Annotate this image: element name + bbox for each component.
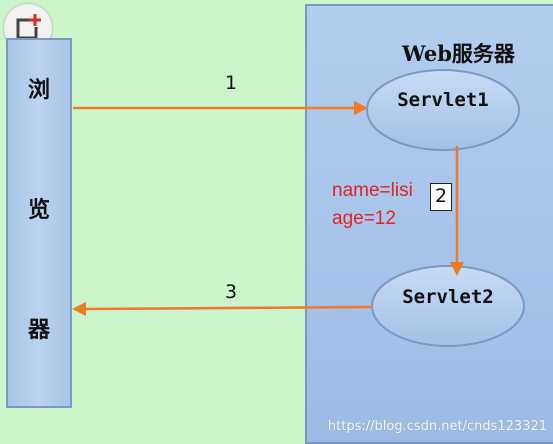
browser-label-char-1: 浏	[27, 77, 50, 103]
servlet1-node	[366, 69, 520, 151]
arrow-servlet2-to-browser	[72, 302, 373, 316]
servlet2-node	[371, 265, 525, 347]
browser-label-char-3: 器	[27, 317, 50, 343]
servlet1-label: Servlet1	[397, 89, 489, 111]
browser-box	[6, 38, 72, 408]
web-server-title: Web服务器	[402, 41, 515, 66]
arrow-servlet1-to-servlet2	[450, 146, 464, 276]
step-2-label: 2	[430, 183, 452, 211]
watermark: https://blog.csdn.net/cnds123321	[327, 419, 547, 434]
param-age: age=12	[332, 208, 396, 229]
step-3-label: 3	[225, 281, 238, 303]
arrow-browser-to-servlet1	[73, 101, 368, 115]
browser-label-char-2: 览	[27, 197, 50, 223]
step-1-label: 1	[225, 72, 238, 94]
param-name: name=lisi	[332, 180, 413, 201]
servlet2-label: Servlet2	[402, 286, 494, 308]
